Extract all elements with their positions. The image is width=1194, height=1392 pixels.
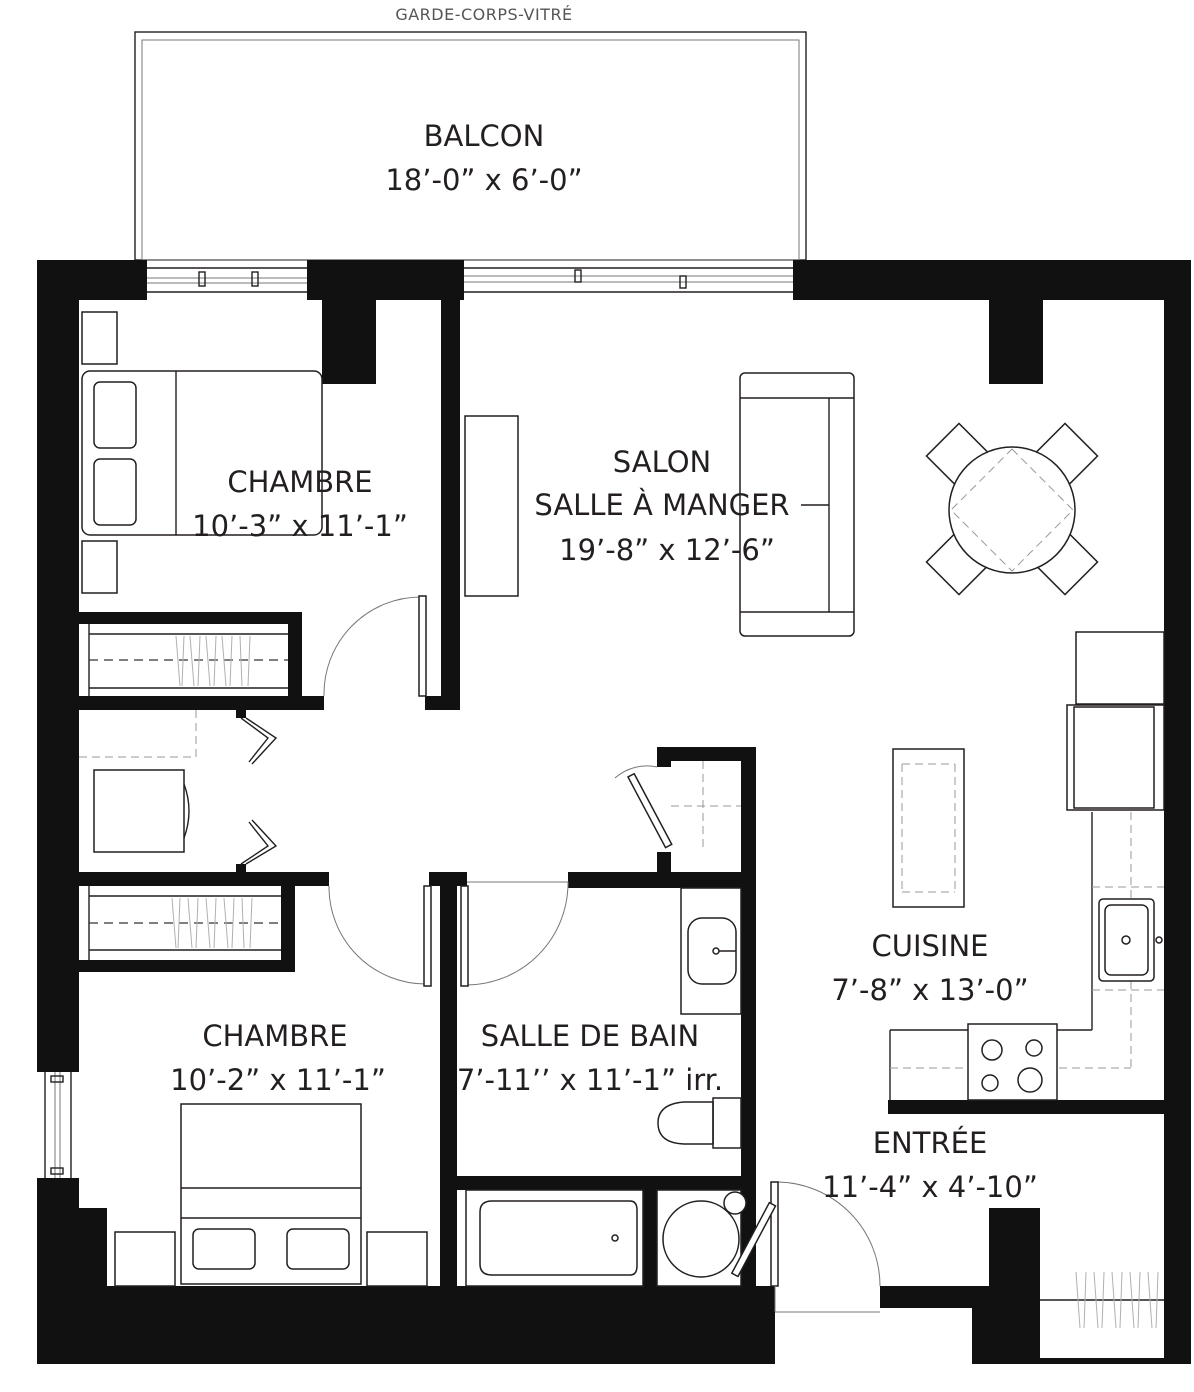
room-dims-bathroom: 7’-11’’ x 11’-1” irr. [457, 1063, 723, 1097]
entry-closet [1040, 1271, 1164, 1329]
window-bedroom-1 [147, 263, 307, 297]
water-heater [656, 1189, 747, 1287]
room-name-bathroom: SALLE DE BAIN [481, 1019, 700, 1053]
bathtub [465, 1189, 644, 1287]
bed-bedroom-1 [81, 370, 323, 536]
glass-railing-label: GARDE-CORPS-VITRÉ [395, 5, 572, 24]
closet-bedroom-1 [88, 624, 288, 696]
toilet [657, 1097, 742, 1149]
room-name-bedroom-1: CHAMBRE [227, 465, 372, 499]
balcony [134, 31, 807, 261]
sofa [739, 372, 855, 637]
tv-unit [464, 415, 519, 597]
door-bathroom [460, 881, 569, 987]
nightstand [81, 540, 118, 594]
door-bedroom-1 [323, 595, 427, 697]
room-dims-bedroom-2: 10’-2” x 11’-1” [170, 1063, 386, 1097]
room-dims-entrance: 11’-4” x 4’-10” [822, 1170, 1038, 1204]
room-dims-balcony: 18’-0” x 6’-0” [385, 163, 582, 197]
stove [967, 1023, 1058, 1101]
fridge-top [1075, 631, 1165, 705]
room-name-entrance: ENTRÉE [873, 1126, 988, 1160]
room-name-bedroom-2: CHAMBRE [202, 1019, 347, 1053]
dining-table [925, 422, 1099, 596]
room-dims-kitchen: 7’-8” x 13’-0” [831, 973, 1028, 1007]
nightstand [81, 311, 118, 365]
room-name-balcony: BALCON [424, 119, 545, 153]
bed-bedroom-2 [180, 1103, 362, 1285]
room-dims-living: 19’-8” x 12’-6” [559, 533, 775, 567]
room-name-living: SALON [613, 445, 711, 479]
window-bedroom-2 [39, 1072, 77, 1178]
storage-closet [614, 761, 741, 852]
walls [37, 260, 1191, 1364]
laundry-door [730, 1201, 777, 1286]
closet-bedroom-2 [88, 886, 281, 960]
refrigerator [1066, 704, 1165, 811]
nightstand [114, 1231, 176, 1287]
window-living [464, 263, 793, 297]
nightstand [366, 1231, 428, 1287]
bathroom-vanity [680, 887, 742, 1015]
door-entrance [770, 1181, 881, 1313]
room-name-kitchen: CUISINE [871, 929, 988, 963]
kitchen-sink [1098, 898, 1163, 982]
door-bedroom-2 [328, 885, 432, 987]
room-dims-bedroom-1: 10’-3” x 11’-1” [192, 509, 408, 543]
kitchen-island [892, 748, 965, 908]
room-name-dining: SALLE À MANGER [534, 488, 789, 522]
hall-closet [79, 710, 278, 872]
